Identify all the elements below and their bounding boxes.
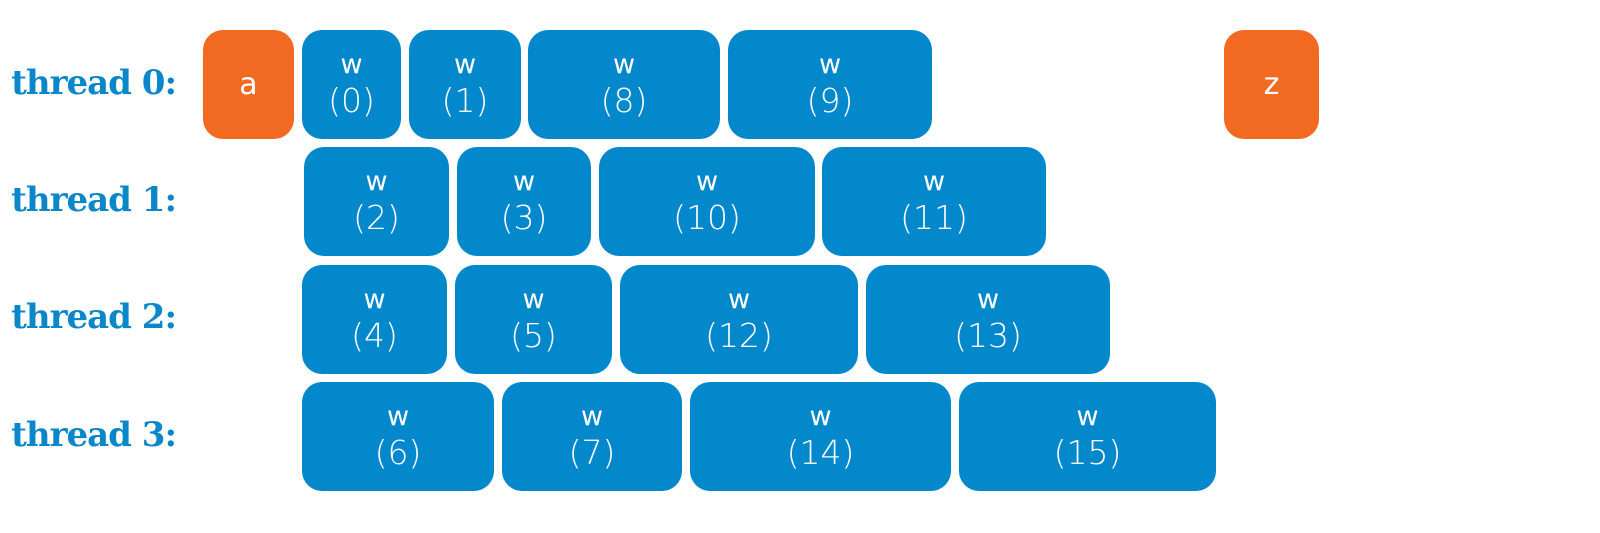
task-name: w: [818, 48, 842, 80]
task-box: w (0): [302, 30, 401, 139]
task-name: w: [363, 283, 386, 315]
task-name: w: [365, 165, 388, 197]
task-name: w: [453, 48, 477, 80]
task-index: (11): [900, 197, 968, 237]
task-index: (6): [374, 432, 422, 472]
thread-label-3: thread 3:: [11, 415, 177, 455]
task-index: (4): [351, 315, 398, 355]
task-index: (3): [500, 197, 548, 237]
task-name: w: [580, 400, 604, 432]
task-index: (7): [568, 432, 616, 472]
start-node: a: [203, 30, 294, 139]
task-name: w: [809, 400, 832, 432]
task-index: (8): [600, 80, 648, 120]
task-index: (9): [806, 80, 854, 120]
thread-label-1: thread 1:: [11, 180, 177, 220]
task-name: w: [612, 48, 636, 80]
task-box: w (2): [304, 147, 449, 256]
task-box: w (15): [959, 382, 1216, 491]
task-box: w (8): [528, 30, 720, 139]
task-box: w (5): [455, 265, 612, 374]
task-name: w: [727, 283, 751, 315]
task-name: w: [512, 165, 536, 197]
task-box: w (4): [302, 265, 447, 374]
task-name: w: [922, 165, 946, 197]
task-box: w (9): [728, 30, 932, 139]
task-box: w (3): [457, 147, 591, 256]
task-box: w (1): [409, 30, 521, 139]
task-name: w: [522, 283, 545, 315]
task-box: w (12): [620, 265, 858, 374]
start-node-label: a: [239, 66, 258, 102]
task-box: w (6): [302, 382, 494, 491]
task-box: w (11): [822, 147, 1046, 256]
end-node-label: z: [1263, 66, 1280, 102]
task-name: w: [386, 400, 410, 432]
task-index: (0): [328, 80, 375, 120]
task-box: w (14): [690, 382, 951, 491]
task-index: (5): [510, 315, 557, 355]
task-name: w: [1076, 400, 1099, 432]
end-node: z: [1224, 30, 1319, 139]
thread-label-2: thread 2:: [11, 297, 177, 337]
task-box: w (13): [866, 265, 1110, 374]
task-index: (13): [954, 315, 1022, 355]
task-index: (10): [673, 197, 741, 237]
task-index: (12): [705, 315, 773, 355]
task-name: w: [340, 48, 363, 80]
thread-label-0: thread 0:: [11, 63, 177, 103]
task-index: (2): [353, 197, 400, 237]
task-box: w (7): [502, 382, 682, 491]
task-index: (15): [1053, 432, 1122, 472]
task-name: w: [695, 165, 719, 197]
task-index: (1): [441, 80, 489, 120]
task-index: (14): [786, 432, 855, 472]
task-name: w: [976, 283, 1000, 315]
task-box: w (10): [599, 147, 815, 256]
